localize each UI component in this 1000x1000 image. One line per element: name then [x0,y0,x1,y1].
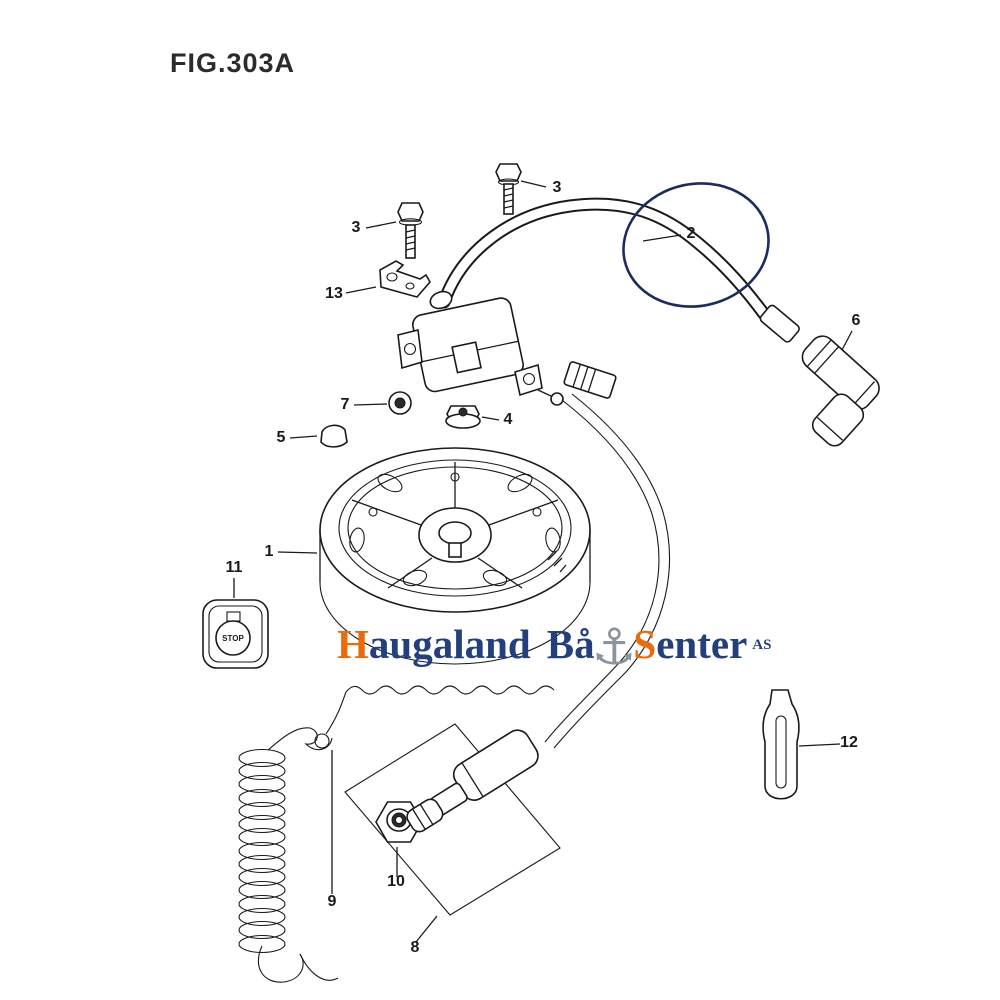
part-label-11: 11 [226,559,243,576]
part-2-highlight-circle [622,182,770,308]
watermark-as-suffix: AS [752,637,772,653]
part-label-10: 10 [387,873,405,890]
part-12-clip [762,689,800,800]
part-labels: 3 3 13 2 6 7 4 5 1 11 12 9 10 8 [226,179,861,956]
watermark-enter: enter [656,621,748,667]
part-label-12: 12 [840,734,858,751]
part-label-9: 9 [328,893,337,910]
leader-lines [233,180,853,943]
anchor-icon: ⚓ [591,618,637,676]
part-11-stop-button: STOP [202,599,269,669]
part-label-4: 4 [504,411,513,428]
stop-button-label: STOP [222,634,244,643]
part-9-lanyard-spring [238,685,555,983]
watermark-initial-s: S [633,621,657,667]
wire-harness [537,361,671,749]
part-label-7: 7 [341,396,350,413]
part-3-bolt-left [397,202,424,259]
part-label-6: 6 [852,312,861,329]
watermark-augaland: augaland [368,621,531,667]
watermark-ba: Bå [546,621,595,667]
part-label-13: 13 [325,285,343,302]
part-1-flywheel [319,447,591,665]
figure-title: FIG.303A [170,48,295,78]
part-label-5: 5 [277,429,286,446]
part-label-2: 2 [687,225,696,242]
part-13-bracket [379,260,431,298]
part-label-3-left: 3 [352,219,361,236]
part-label-8: 8 [411,939,420,956]
watermark-initial-h: H [337,621,369,667]
part-3-bolt-top [495,163,522,215]
part-2-spark-plug-wire [437,197,800,343]
part-8-stop-switch [344,723,561,916]
part-6-spark-plug-cap [801,335,880,447]
part-label-3-top: 3 [553,179,562,196]
part-7-grommet [388,391,412,415]
part-label-1: 1 [265,543,274,560]
part-5-cap [320,424,348,448]
part-4-flange-nut [445,405,481,429]
ignition-coil [397,290,543,397]
